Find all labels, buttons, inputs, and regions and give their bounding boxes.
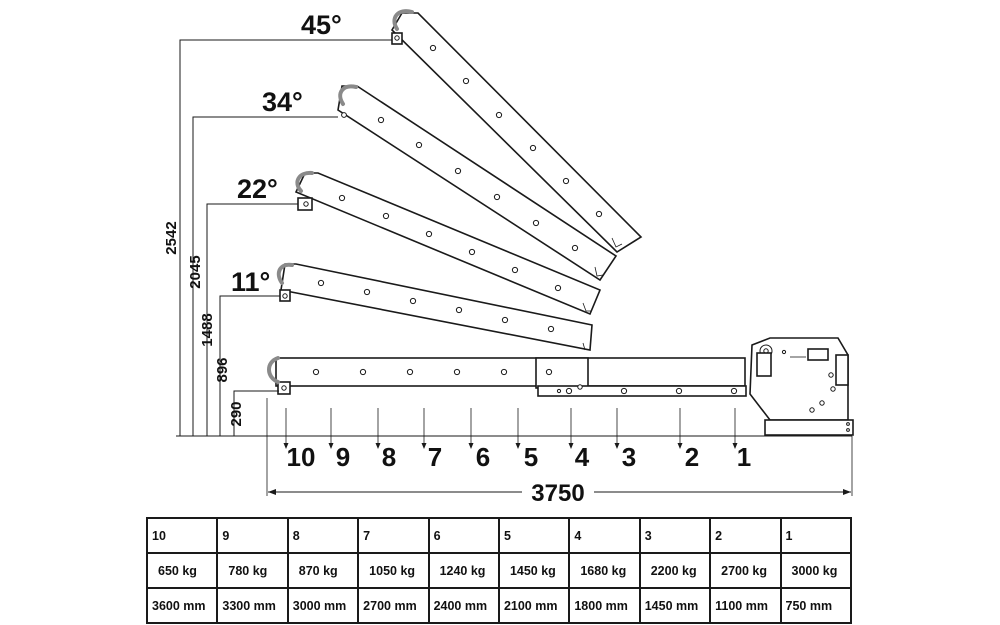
position-arrows bbox=[283, 408, 738, 449]
table-cell: 9 bbox=[216, 517, 289, 554]
table-cell: 1 bbox=[779, 517, 853, 554]
table-cell: 3600 mm bbox=[145, 587, 219, 624]
position-arrow-head bbox=[677, 443, 683, 449]
table-cell: 3000 mm bbox=[286, 587, 360, 624]
total-length-label: 3750 bbox=[531, 480, 584, 507]
height-label-2542: 2542 bbox=[163, 221, 180, 254]
position-label-7: 7 bbox=[428, 442, 442, 472]
position-arrow-head bbox=[468, 443, 474, 449]
table-cell: 1050 kg bbox=[357, 552, 430, 589]
table-cell: 3000 kg bbox=[779, 552, 853, 589]
table-cell: 3300 mm bbox=[216, 587, 289, 624]
load-capacity-table: 10 9 8 7 6 5 4 3 2 1 650 kg 780 kg 870 k… bbox=[145, 517, 853, 624]
table-row-weights: 650 kg 780 kg 870 kg 1050 kg 1240 kg 145… bbox=[145, 552, 853, 589]
table-row-reaches: 3600 mm 3300 mm 3000 mm 2700 mm 2400 mm … bbox=[145, 587, 853, 624]
height-label-2045: 2045 bbox=[187, 255, 204, 288]
position-label-5: 5 bbox=[524, 442, 538, 472]
table-cell: 2200 kg bbox=[638, 552, 712, 589]
position-arrow-head bbox=[421, 443, 427, 449]
position-arrow-head bbox=[328, 443, 334, 449]
position-label-3: 3 bbox=[622, 442, 636, 472]
table-cell: 2400 mm bbox=[427, 587, 500, 624]
table-cell: 7 bbox=[357, 517, 430, 554]
crane-base bbox=[749, 337, 854, 436]
table-cell: 1450 kg bbox=[497, 552, 571, 589]
table-cell: 750 mm bbox=[779, 587, 853, 624]
table-cell: 1100 mm bbox=[709, 587, 782, 624]
total-length-dimension: 3750 bbox=[266, 398, 853, 507]
table-cell: 8 bbox=[286, 517, 360, 554]
position-label-9: 9 bbox=[336, 442, 350, 472]
position-arrow-head bbox=[732, 443, 738, 449]
table-cell: 2100 mm bbox=[497, 587, 571, 624]
table-cell: 5 bbox=[497, 517, 571, 554]
boom-45 bbox=[390, 9, 643, 254]
boom-11 bbox=[276, 262, 593, 351]
height-label-896: 896 bbox=[214, 357, 231, 382]
position-label-1: 1 bbox=[737, 442, 751, 472]
table-cell: 2700 mm bbox=[357, 587, 430, 624]
position-arrow-head bbox=[515, 443, 521, 449]
position-arrow-head bbox=[568, 443, 574, 449]
table-cell: 10 bbox=[145, 517, 219, 554]
table-row-positions: 10 9 8 7 6 5 4 3 2 1 bbox=[145, 517, 853, 554]
table-cell: 2 bbox=[709, 517, 782, 554]
table-cell: 650 kg bbox=[145, 552, 219, 589]
table-cell: 3 bbox=[638, 517, 712, 554]
table-cell: 780 kg bbox=[216, 552, 289, 589]
table-cell: 4 bbox=[568, 517, 641, 554]
angle-label-22: 22° bbox=[237, 174, 278, 204]
table-cell: 870 kg bbox=[286, 552, 360, 589]
position-label-8: 8 bbox=[382, 442, 396, 472]
boom-horizontal bbox=[267, 356, 747, 397]
position-label-6: 6 bbox=[476, 442, 490, 472]
position-arrow-head bbox=[375, 443, 381, 449]
table-cell: 1680 kg bbox=[568, 552, 641, 589]
table-cell: 2700 kg bbox=[709, 552, 782, 589]
table-cell: 1450 mm bbox=[638, 587, 712, 624]
position-arrow-head bbox=[614, 443, 620, 449]
position-arrow-head bbox=[283, 443, 289, 449]
table-cell: 1240 kg bbox=[427, 552, 500, 589]
height-label-1488: 1488 bbox=[199, 313, 216, 346]
boom-34 bbox=[337, 84, 618, 282]
angle-label-11: 11° bbox=[231, 267, 270, 297]
height-label-290: 290 bbox=[228, 401, 245, 426]
angle-label-45: 45° bbox=[301, 10, 342, 40]
angle-label-34: 34° bbox=[262, 87, 303, 117]
height-dimensions: 2542 2045 1488 896 290 bbox=[163, 39, 392, 436]
position-label-4: 4 bbox=[575, 442, 590, 472]
table-cell: 6 bbox=[427, 517, 500, 554]
position-label-2: 2 bbox=[685, 442, 699, 472]
table-cell: 1800 mm bbox=[568, 587, 641, 624]
position-label-10: 10 bbox=[287, 442, 316, 472]
